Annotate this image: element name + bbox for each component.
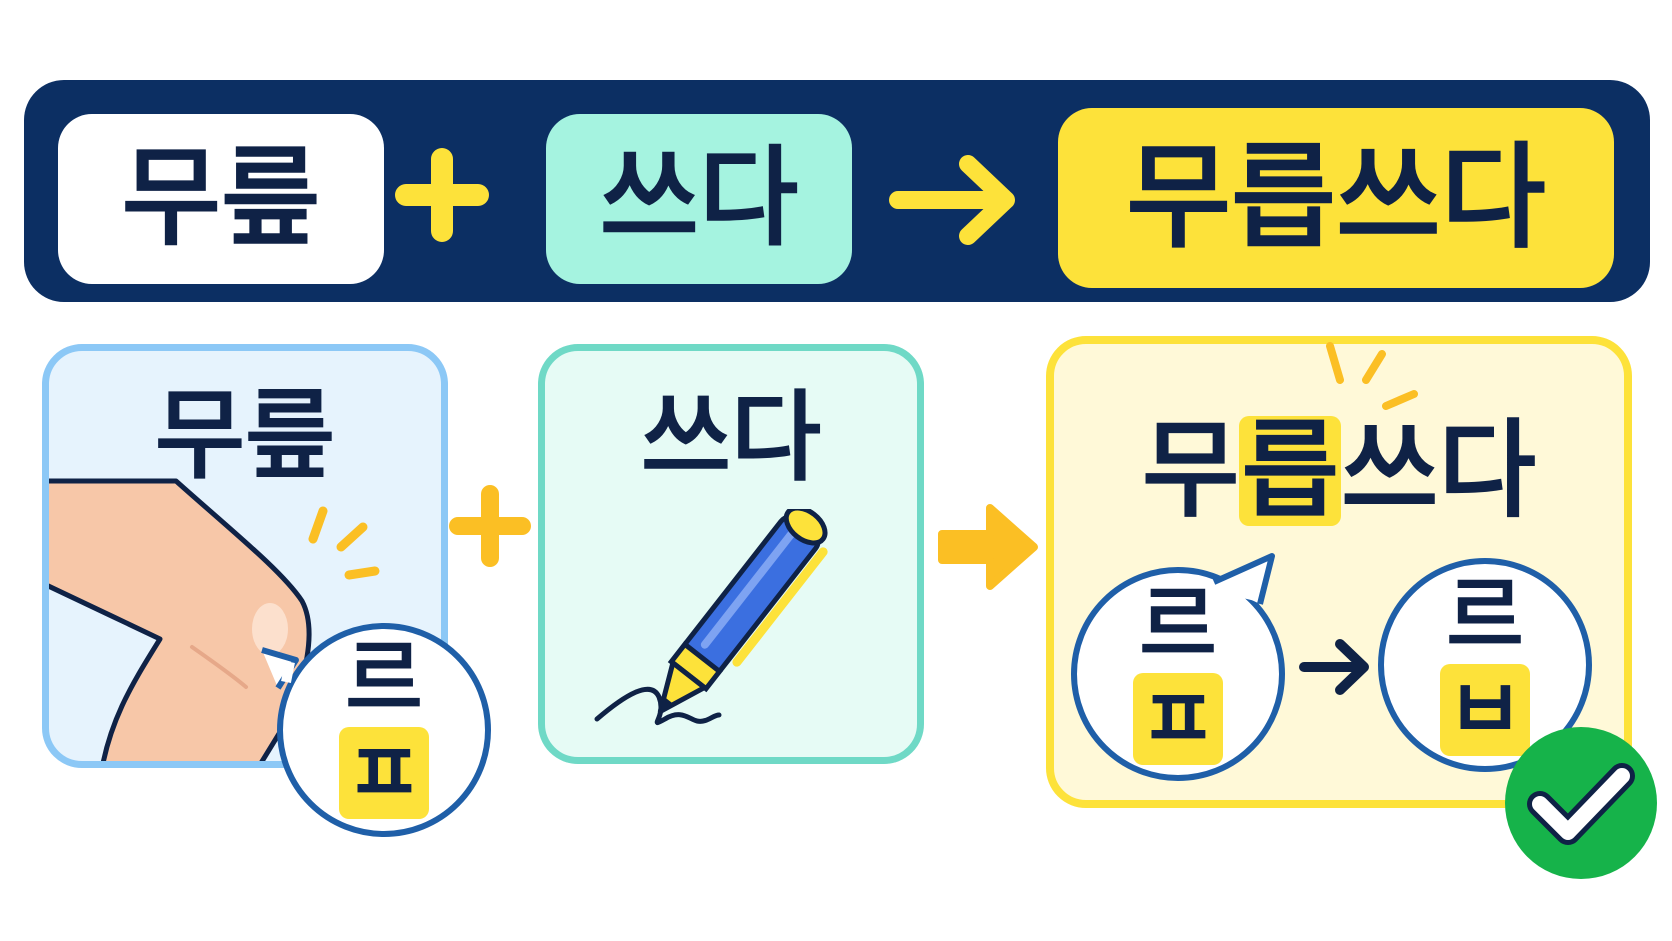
signature-scribble [594, 686, 722, 726]
write-panel: 쓰다 [538, 344, 924, 764]
knee-panel: 무릎 [42, 344, 448, 768]
write-panel-title: 쓰다 [640, 381, 822, 495]
word-a-text: 무릎 [121, 136, 321, 261]
to-top: 르 [1446, 567, 1524, 665]
from-top: 르 [1139, 576, 1217, 674]
to-bubble-text: 르 ㅂ [1389, 569, 1581, 761]
knee-bubble-text: 르 ㅍ [288, 632, 480, 824]
result-title-highlight: 릅 [1239, 409, 1341, 532]
arrow-right-icon [889, 155, 1015, 245]
check-circle-icon [1505, 727, 1657, 879]
result-title-suffix: 쓰다 [1341, 409, 1537, 532]
word-a-pill: 무릎 [58, 114, 384, 284]
knee-illustration [49, 478, 312, 761]
plus-icon [449, 485, 531, 567]
to-bottom: ㅂ [1440, 664, 1530, 756]
word-b-pill: 쓰다 [546, 114, 852, 284]
pen-icon [594, 509, 828, 726]
result-pill: 무릅쓰다 [1058, 108, 1614, 288]
arrow-right-icon [938, 504, 1038, 590]
pain-spark-icon [1326, 342, 1418, 410]
knee-bubble-top: 르 [345, 630, 423, 728]
from-bottom: ㅍ [1133, 673, 1223, 765]
plus-icon [395, 148, 489, 242]
from-bubble-text: 르 ㅍ [1082, 578, 1274, 770]
knee-panel-title: 무릎 [154, 379, 336, 493]
pain-spark-icon [308, 506, 380, 580]
result-title-prefix: 무 [1141, 409, 1240, 532]
arrow-right-icon [1299, 639, 1369, 695]
knee-bubble-bottom: ㅍ [339, 727, 429, 819]
result-text: 무릅쓰다 [1126, 131, 1546, 264]
word-b-text: 쓰다 [599, 136, 799, 261]
